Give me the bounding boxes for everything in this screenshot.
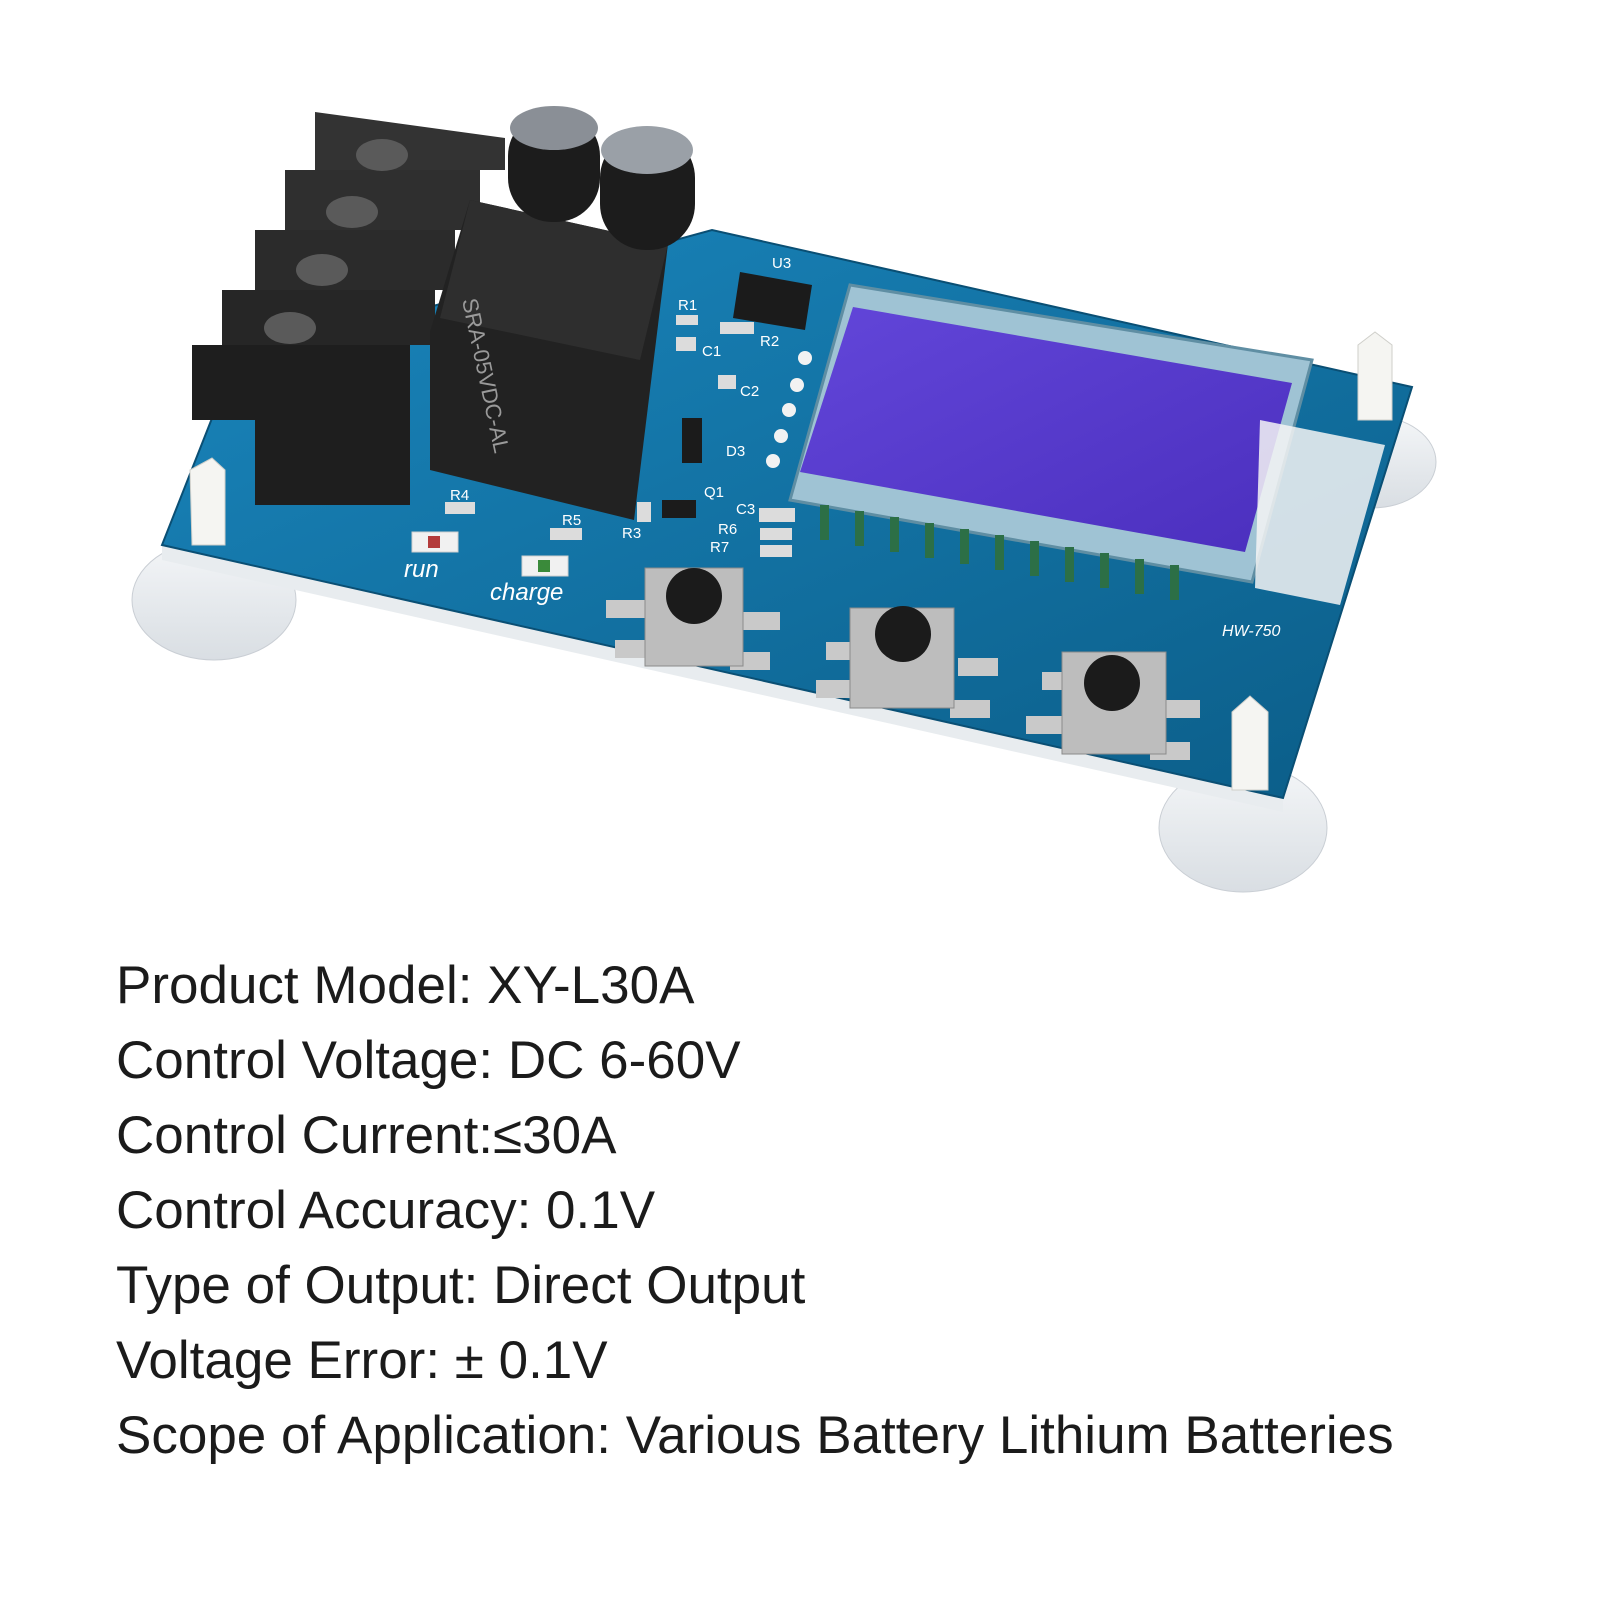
- ref-r4: R4: [450, 487, 469, 504]
- spec-product-model: Product Model: XY-L30A: [116, 956, 695, 1015]
- spec-list: Product Model: XY-L30A Control Voltage: …: [116, 948, 1394, 1473]
- ref-r7: R7: [710, 539, 729, 556]
- charge-label: charge: [490, 579, 563, 606]
- smd-components: [445, 315, 795, 557]
- relay-icon: SRA-05VDC-AL: [430, 200, 668, 520]
- ref-c2: C2: [740, 383, 759, 400]
- ref-r1: R1: [678, 297, 697, 314]
- ref-d3: D3: [726, 443, 745, 460]
- ref-r5: R5: [562, 512, 581, 529]
- spec-scope-of-application: Scope of Application: Various Battery Li…: [116, 1406, 1394, 1465]
- ref-r2: R2: [760, 333, 779, 350]
- capacitor-icon: [508, 106, 695, 250]
- spec-voltage-error: Voltage Error: ± 0.1V: [116, 1331, 608, 1390]
- terminal-block-icon: [192, 112, 505, 505]
- ref-c3: C3: [736, 501, 755, 518]
- spec-type-of-output: Type of Output: Direct Output: [116, 1256, 806, 1315]
- ref-q1: Q1: [704, 484, 724, 501]
- ic-chip: U3: [733, 255, 812, 330]
- board-model-label: HW-750: [1222, 623, 1280, 640]
- led-icon: [411, 531, 569, 577]
- ref-r6: R6: [718, 521, 737, 538]
- run-label: run: [404, 556, 439, 583]
- svg-text:U3: U3: [772, 255, 791, 272]
- ref-c1: C1: [702, 343, 721, 360]
- lcd-display-icon: [788, 283, 1385, 605]
- ref-r3: R3: [622, 525, 641, 542]
- spec-control-voltage: Control Voltage: DC 6-60V: [116, 1031, 741, 1090]
- spec-control-current: Control Current:≤30A: [116, 1106, 617, 1165]
- pcb-illustration: SRA-05VDC-AL U3: [131, 106, 1437, 893]
- standoff-icon: [189, 331, 1393, 791]
- spec-control-accuracy: Control Accuracy: 0.1V: [116, 1181, 656, 1240]
- push-button-icon: [606, 567, 1200, 760]
- pin-header: [766, 351, 812, 468]
- product-photo: SRA-05VDC-AL U3: [131, 106, 1437, 893]
